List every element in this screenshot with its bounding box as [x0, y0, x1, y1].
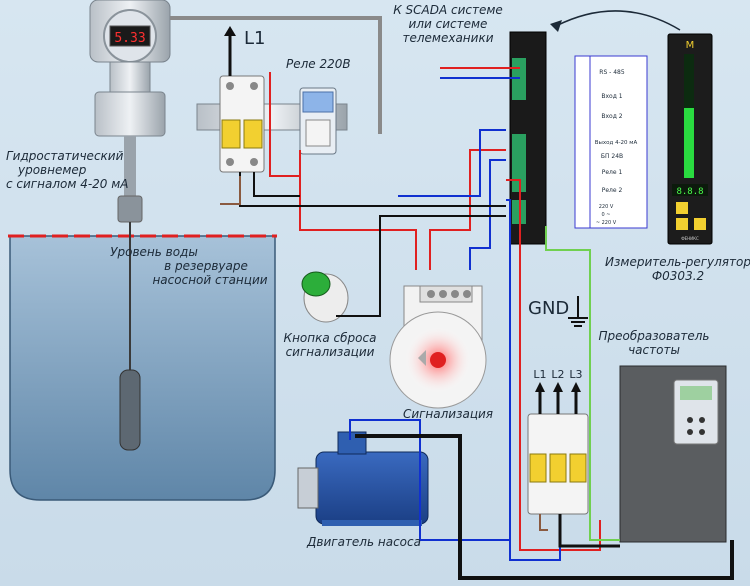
label-scada-line3: телемеханики	[402, 31, 493, 45]
label-motor: Двигатель насоса	[306, 535, 421, 549]
legend-power-2: 0 ~	[602, 212, 611, 218]
legend-row-1: RS - 485	[599, 69, 625, 76]
controller-terminal-block	[509, 31, 547, 245]
label-phases: L1 L2 L3	[533, 368, 582, 381]
legend-row-4: Выход 4-20 мА	[595, 140, 638, 146]
legend-row-3: Вход 2	[601, 113, 622, 120]
l1-supply-arrow	[224, 26, 236, 76]
label-converter: Преобразователь частоты	[599, 329, 710, 357]
label-regulator-line2: Ф0303.2	[652, 269, 704, 283]
legend-row-7: Реле 2	[602, 187, 623, 194]
label-water-level: Уровень воды в резервуаре насосной станц…	[110, 245, 268, 287]
label-phase-l3: L3	[569, 368, 582, 381]
label-level-meter-line2: уровнемер	[17, 163, 87, 177]
label-gnd: GND	[528, 298, 569, 319]
label-level-meter-line3: с сигналом 4-20 мА	[6, 177, 129, 191]
pump-motor	[297, 431, 429, 526]
label-water-level-line2: в резервуаре	[164, 259, 248, 273]
terminal-legend-panel	[574, 55, 648, 229]
label-reset-button-line2: сигнализации	[286, 345, 375, 359]
label-phase-l1: L1	[533, 368, 546, 381]
sensor-display-value: 5.33	[114, 31, 145, 46]
label-reset-button: Кнопка сброса сигнализации	[284, 331, 377, 359]
three-phase-breaker	[527, 382, 589, 515]
label-water-level-line3: насосной станции	[152, 273, 267, 287]
level-sensor: 5.33	[89, 0, 171, 451]
regulator-down-button[interactable]	[676, 218, 688, 230]
wires	[170, 16, 734, 580]
label-level-meter-line1: Гидростатический	[6, 149, 124, 163]
water-tank	[8, 234, 277, 501]
label-scada-line2: или системе	[409, 17, 488, 31]
label-converter-line2: частоты	[628, 343, 680, 357]
legend-row-5: БП 24В	[601, 153, 623, 160]
meter-regulator-device: 8.8.8 М ФЕНИКС	[667, 33, 713, 245]
legend-row-6: Реле 1	[602, 169, 623, 176]
label-phase-l2: L2	[551, 368, 564, 381]
link-arrow	[550, 10, 681, 32]
label-l1: L1	[244, 28, 265, 49]
terminal-legend-rows: RS - 485 Вход 1 Вход 2 Выход 4-20 мА БП …	[595, 69, 638, 226]
label-water-level-line1: Уровень воды	[110, 245, 198, 259]
legend-row-2: Вход 1	[601, 93, 622, 100]
legend-power-3: ~ 220 V	[596, 220, 617, 226]
label-converter-line1: Преобразователь	[599, 329, 710, 343]
alarm-device	[389, 285, 487, 409]
legend-power-1: 220 V	[599, 204, 614, 210]
label-reset-button-line1: Кнопка сброса	[284, 331, 377, 345]
phase-arrows	[535, 382, 581, 414]
label-level-meter: Гидростатический уровнемер с сигналом 4-…	[6, 149, 129, 191]
alarm-speaker-icon	[418, 350, 426, 366]
reset-button	[301, 271, 349, 323]
label-regulator-line1: Измеритель-регулятор	[605, 255, 750, 269]
regulator-up-button[interactable]	[676, 202, 688, 214]
regulator-brand: М	[686, 40, 695, 51]
din-rail-relay	[196, 75, 348, 173]
label-relay: Реле 220В	[286, 57, 351, 71]
ground-symbol-icon	[568, 296, 588, 327]
label-scada: К SCADA системе или системе телемеханики	[393, 3, 503, 45]
frequency-converter	[619, 365, 727, 543]
label-alarm: Сигнализация	[403, 407, 493, 421]
regulator-p-button[interactable]	[694, 218, 706, 230]
label-scada-line1: К SCADA системе	[393, 3, 503, 17]
label-regulator: Измеритель-регулятор Ф0303.2	[605, 255, 750, 283]
regulator-brand-bottom: ФЕНИКС	[681, 236, 699, 241]
regulator-readout: 8.8.8	[676, 187, 703, 197]
